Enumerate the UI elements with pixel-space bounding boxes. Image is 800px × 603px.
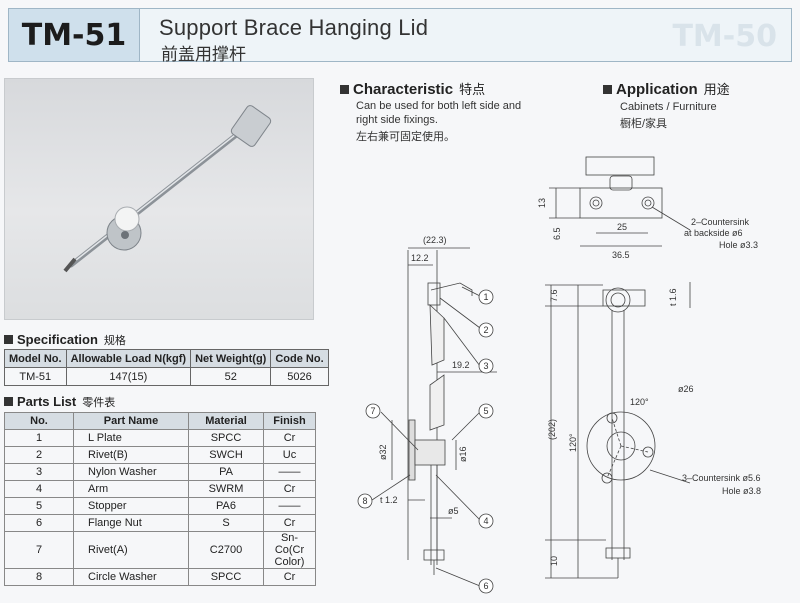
callout-number: 6 [483, 581, 488, 591]
table-row: TM-51 147(15) 52 5026 [4, 367, 329, 386]
dim-label: 7.6 [549, 289, 559, 302]
callout-circle [478, 322, 494, 338]
dim-label: 120° [568, 433, 578, 452]
callout-circle [365, 403, 381, 419]
callout-number: 4 [483, 516, 488, 526]
dim-label: 120° [630, 397, 649, 407]
callout-circle [478, 578, 494, 594]
callout-number: 3 [483, 361, 488, 371]
part-name: Nylon Washer [73, 463, 189, 481]
dim-label: 3–Countersink ø5.6 [682, 473, 761, 483]
parts-col-finish: Finish [263, 412, 316, 430]
model-number: TM-51 [9, 9, 140, 61]
spec-model: TM-51 [4, 367, 67, 386]
dim-label: at backside ø6 [684, 228, 743, 238]
dim-label: (22.3) [423, 235, 447, 245]
dim-label: 10 [549, 556, 559, 566]
application-text: Cabinets / Furniture 橱柜/家具 [620, 100, 717, 131]
dim-label: 2–Countersink [691, 217, 750, 227]
dim-label: Hole ø3.3 [719, 240, 758, 250]
part-finish: —— [263, 497, 316, 515]
dim-label: (202) [547, 419, 557, 440]
spec-col-load: Allowable Load N(kgf) [65, 349, 192, 368]
spec-col-weight: Net Weight(g) [190, 349, 272, 368]
dim-label: t 1.6 [668, 288, 678, 306]
spec-col-code: Code No. [270, 349, 329, 368]
dim-label: Hole ø3.8 [722, 486, 761, 496]
callout-circle [478, 513, 494, 529]
dim-label: 36.5 [612, 250, 630, 260]
part-material: SWRM [188, 480, 264, 498]
callout-number: 5 [483, 406, 488, 416]
dim-label: 13 [537, 198, 547, 208]
callout-circle [478, 358, 494, 374]
callout-number: 8 [362, 496, 367, 506]
dim-label: ø5 [448, 506, 459, 516]
dim-label: ø16 [458, 446, 468, 462]
part-finish: Sn-Co(Cr Color) [263, 531, 316, 569]
spec-weight: 52 [190, 367, 272, 386]
part-name: Circle Washer [73, 568, 189, 586]
dim-label: ø26 [678, 384, 694, 394]
product-photo [4, 78, 314, 320]
square-bullet-icon [4, 397, 13, 406]
product-photo-illustration [63, 105, 272, 273]
square-bullet-icon [603, 85, 612, 94]
spec-load: 147(15) [65, 367, 192, 386]
square-bullet-icon [340, 85, 349, 94]
callout-number: 7 [370, 406, 375, 416]
application-line: Cabinets / Furniture [620, 101, 717, 113]
spec-col-model: Model No. [4, 349, 67, 368]
callout-circle [478, 289, 494, 305]
product-title: Support Brace Hanging Lid [159, 15, 429, 40]
callout-number: 1 [483, 292, 488, 302]
parts-col-no: No. [4, 412, 74, 430]
callout-circle [478, 403, 494, 419]
part-material: SPCC [188, 568, 264, 586]
characteristic-line: Can be used for both left side and [356, 100, 522, 112]
dim-label: t 1.2 [380, 495, 398, 505]
part-material: PA6 [188, 497, 264, 515]
ghost-model-watermark: TM-50 [672, 19, 777, 54]
part-finish: Cr [263, 568, 316, 586]
callout-number: 2 [483, 325, 488, 335]
parts-col-name: Part Name [73, 412, 189, 430]
callout-circle [357, 493, 373, 509]
part-no: 7 [4, 531, 74, 569]
dim-label: 19.2 [452, 360, 470, 370]
part-name: Flange Nut [73, 514, 189, 532]
application-line-zh: 橱柜/家具 [620, 118, 668, 130]
characteristic-text: Can be used for both left side and right… [356, 99, 521, 144]
product-title-zh: 前盖用撑杆 [161, 45, 246, 64]
square-bullet-icon [4, 335, 13, 344]
dim-label: 25 [617, 222, 627, 232]
part-material: SPCC [188, 429, 264, 447]
specification-table: Model No. Allowable Load N(kgf) Net Weig… [4, 349, 329, 386]
spec-code: 5026 [270, 367, 329, 386]
part-material: PA [188, 463, 264, 481]
characteristic-line-zh: 左右兼可固定使用。 [356, 131, 455, 143]
title-banner: TM-51 Support Brace Hanging Lid 前盖用撑杆 TM… [8, 8, 792, 64]
dim-label: 12.2 [411, 253, 429, 263]
dim-label: 6.5 [552, 227, 562, 240]
dim-label: ø32 [378, 444, 388, 460]
characteristic-line: right side fixings. [356, 114, 438, 126]
